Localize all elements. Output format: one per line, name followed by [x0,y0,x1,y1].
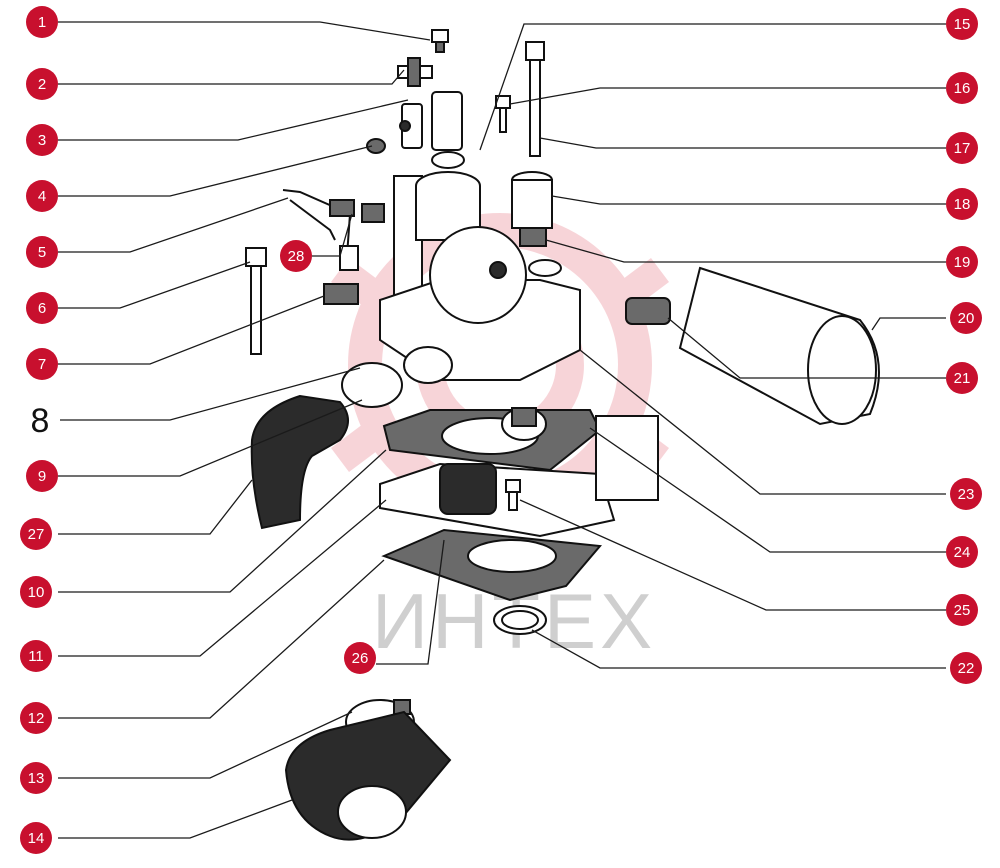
callout-14: 14 [20,822,52,854]
svg-text:13: 13 [28,770,45,787]
svg-text:1: 1 [38,14,46,31]
svg-text:14: 14 [28,830,45,847]
callout-11: 11 [20,640,52,672]
callout-27: 27 [20,518,52,550]
callout-15: 15 [946,8,978,40]
svg-text:10: 10 [28,584,45,601]
svg-text:16: 16 [954,80,971,97]
thermostat-housing-part [379,171,581,384]
thermostat-part [501,407,547,441]
svg-text:7: 7 [38,356,46,373]
svg-text:6: 6 [38,300,46,317]
svg-text:20: 20 [958,310,975,327]
callouts-inner: 28 26 [280,240,376,674]
callout-19: 19 [946,246,978,278]
o-ring-part [493,605,547,635]
callout-26: 26 [344,642,376,674]
callout-1: 1 [26,6,58,38]
elbow-fitting-part [323,283,359,305]
svg-text:4: 4 [38,188,46,205]
callout-24: 24 [946,536,978,568]
svg-text:24: 24 [954,544,971,561]
callout-22: 22 [950,652,982,684]
lower-housing-part [379,415,659,538]
small-bolt-part [505,479,521,511]
union-fitting-part [399,103,423,149]
tee-fitting-part [397,57,433,87]
callout-10: 10 [20,576,52,608]
hose-clamp-part [341,362,403,408]
stud-part [495,41,545,157]
bolt-part [431,29,449,53]
tube-part [431,91,465,169]
lower-hose-part [284,710,452,841]
callout-4: 4 [26,180,58,212]
svg-text:8: 8 [31,402,50,440]
svg-text:19: 19 [954,254,971,271]
pipe-part [282,189,355,271]
callout-17: 17 [946,132,978,164]
callout-8: 8 [31,402,50,440]
svg-text:5: 5 [38,244,46,261]
svg-text:9: 9 [38,468,46,485]
svg-text:17: 17 [954,140,971,157]
svg-text:22: 22 [958,660,975,677]
callout-16: 16 [946,72,978,104]
svg-text:26: 26 [352,650,369,667]
hose-part [250,394,349,530]
callout-28: 28 [280,240,312,272]
parts [245,29,880,841]
callout-5: 5 [26,236,58,268]
long-bolt-part [245,247,267,355]
callout-3: 3 [26,124,58,156]
svg-text:18: 18 [954,196,971,213]
angle-fitting-part [339,203,385,271]
callout-6: 6 [26,292,58,324]
callout-18: 18 [946,188,978,220]
callout-20: 20 [950,302,982,334]
callout-9: 9 [26,460,58,492]
svg-text:27: 27 [28,526,45,543]
svg-text:3: 3 [38,132,46,149]
callouts-right: 15 16 17 18 19 20 21 23 24 25 22 [946,8,982,684]
callout-23: 23 [950,478,982,510]
callout-25: 25 [946,594,978,626]
callouts-left: 1 2 3 4 5 6 7 8 9 27 10 11 12 13 14 [20,6,58,854]
svg-text:15: 15 [954,16,971,33]
lower-gasket-part [381,528,602,602]
canister-part [625,266,880,426]
svg-text:21: 21 [954,370,971,387]
svg-text:2: 2 [38,76,46,93]
leader-lines [58,21,946,839]
sensor-part [511,171,562,277]
svg-text:12: 12 [28,710,45,727]
svg-text:25: 25 [954,602,971,619]
callout-2: 2 [26,68,58,100]
callout-12: 12 [20,702,52,734]
svg-text:11: 11 [28,648,44,665]
callout-21: 21 [946,362,978,394]
callout-13: 13 [20,762,52,794]
plug-part [366,138,386,154]
svg-text:23: 23 [958,486,975,503]
callout-7: 7 [26,348,58,380]
svg-text:28: 28 [288,248,305,265]
